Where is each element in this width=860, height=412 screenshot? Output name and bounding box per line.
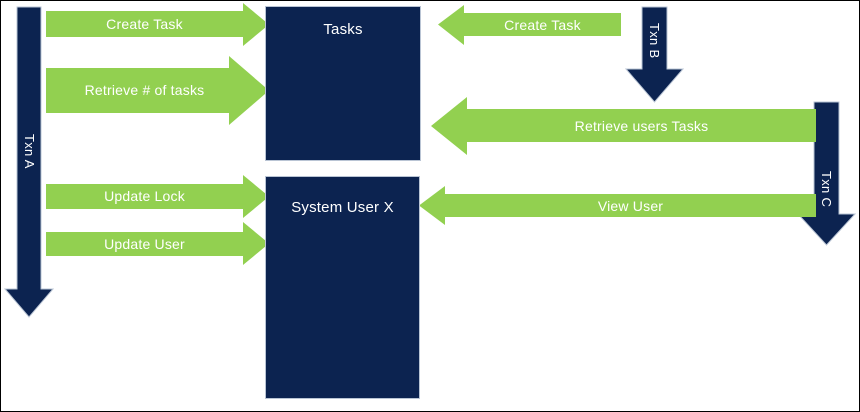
txn-b-label: Txn B [647, 23, 662, 59]
node-system-user-x[interactable]: System User X [265, 176, 420, 399]
retrieve-users-tasks-label: Retrieve users Tasks [574, 118, 709, 134]
txn-a-label: Txn A [22, 134, 37, 169]
node-tasks[interactable]: Tasks [265, 6, 421, 161]
node-system-user-x-label: System User X [291, 199, 394, 216]
update-lock-label: Update Lock [104, 188, 185, 204]
create-task-left-label: Create Task [106, 16, 183, 32]
node-tasks-label: Tasks [323, 21, 363, 38]
retrieve-num-tasks-label: Retrieve # of tasks [84, 82, 205, 98]
view-user-label: View User [597, 198, 664, 214]
txn-c-label: Txn C [819, 171, 834, 208]
create-task-right-label: Create Task [504, 17, 581, 33]
update-user-label: Update User [104, 236, 185, 252]
